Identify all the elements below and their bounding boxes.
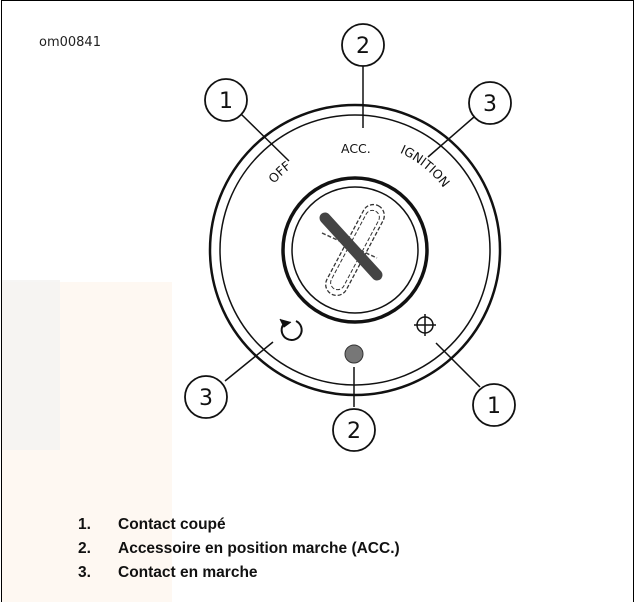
- callout-bottom-right: 1: [472, 383, 516, 427]
- key-bezel-inner: [291, 186, 419, 314]
- callout-top-left: 1: [204, 78, 248, 122]
- off-label: OFF: [265, 158, 293, 186]
- outer-ring: [208, 103, 502, 397]
- legend-text: Accessoire en position marche (ACC.): [118, 540, 400, 557]
- legend: 1. Contact coupé 2. Accessoire en positi…: [78, 513, 400, 585]
- callout-top-right: 3: [468, 81, 512, 125]
- acc-label: ACC.: [341, 141, 371, 156]
- outer-ring-inner: [219, 114, 491, 386]
- leader-line: [427, 116, 475, 158]
- crosshair-icon: [414, 314, 436, 336]
- svg-text:3: 3: [483, 92, 497, 117]
- key-bezel: [281, 176, 429, 324]
- legend-text: Contact en marche: [118, 564, 258, 581]
- reset-arrow-icon: [279, 318, 303, 341]
- svg-text:1: 1: [487, 394, 501, 419]
- svg-text:3: 3: [199, 386, 213, 411]
- legend-number: 3.: [78, 564, 91, 581]
- svg-text:2: 2: [347, 419, 361, 444]
- leader-line: [224, 341, 274, 382]
- figure-id: om00841: [39, 35, 101, 50]
- callout-top-center: 2: [341, 23, 385, 67]
- svg-text:1: 1: [219, 89, 233, 114]
- leader-line: [435, 342, 481, 388]
- legend-item: 1. Contact coupé: [78, 513, 400, 537]
- leader-line: [240, 113, 290, 162]
- legend-text: Contact coupé: [118, 516, 226, 533]
- callout-bottom-left: 3: [184, 375, 228, 419]
- legend-number: 1.: [78, 516, 91, 533]
- callout-bottom-center: 2: [332, 408, 376, 452]
- legend-item: 3. Contact en marche: [78, 561, 400, 585]
- svg-text:2: 2: [356, 34, 370, 59]
- watermark-shape: [2, 280, 60, 450]
- legend-item: 2. Accessoire en position marche (ACC.): [78, 537, 400, 561]
- legend-number: 2.: [78, 540, 91, 557]
- acc-dot-icon: [344, 344, 364, 364]
- key-slot-dashes: [321, 232, 378, 259]
